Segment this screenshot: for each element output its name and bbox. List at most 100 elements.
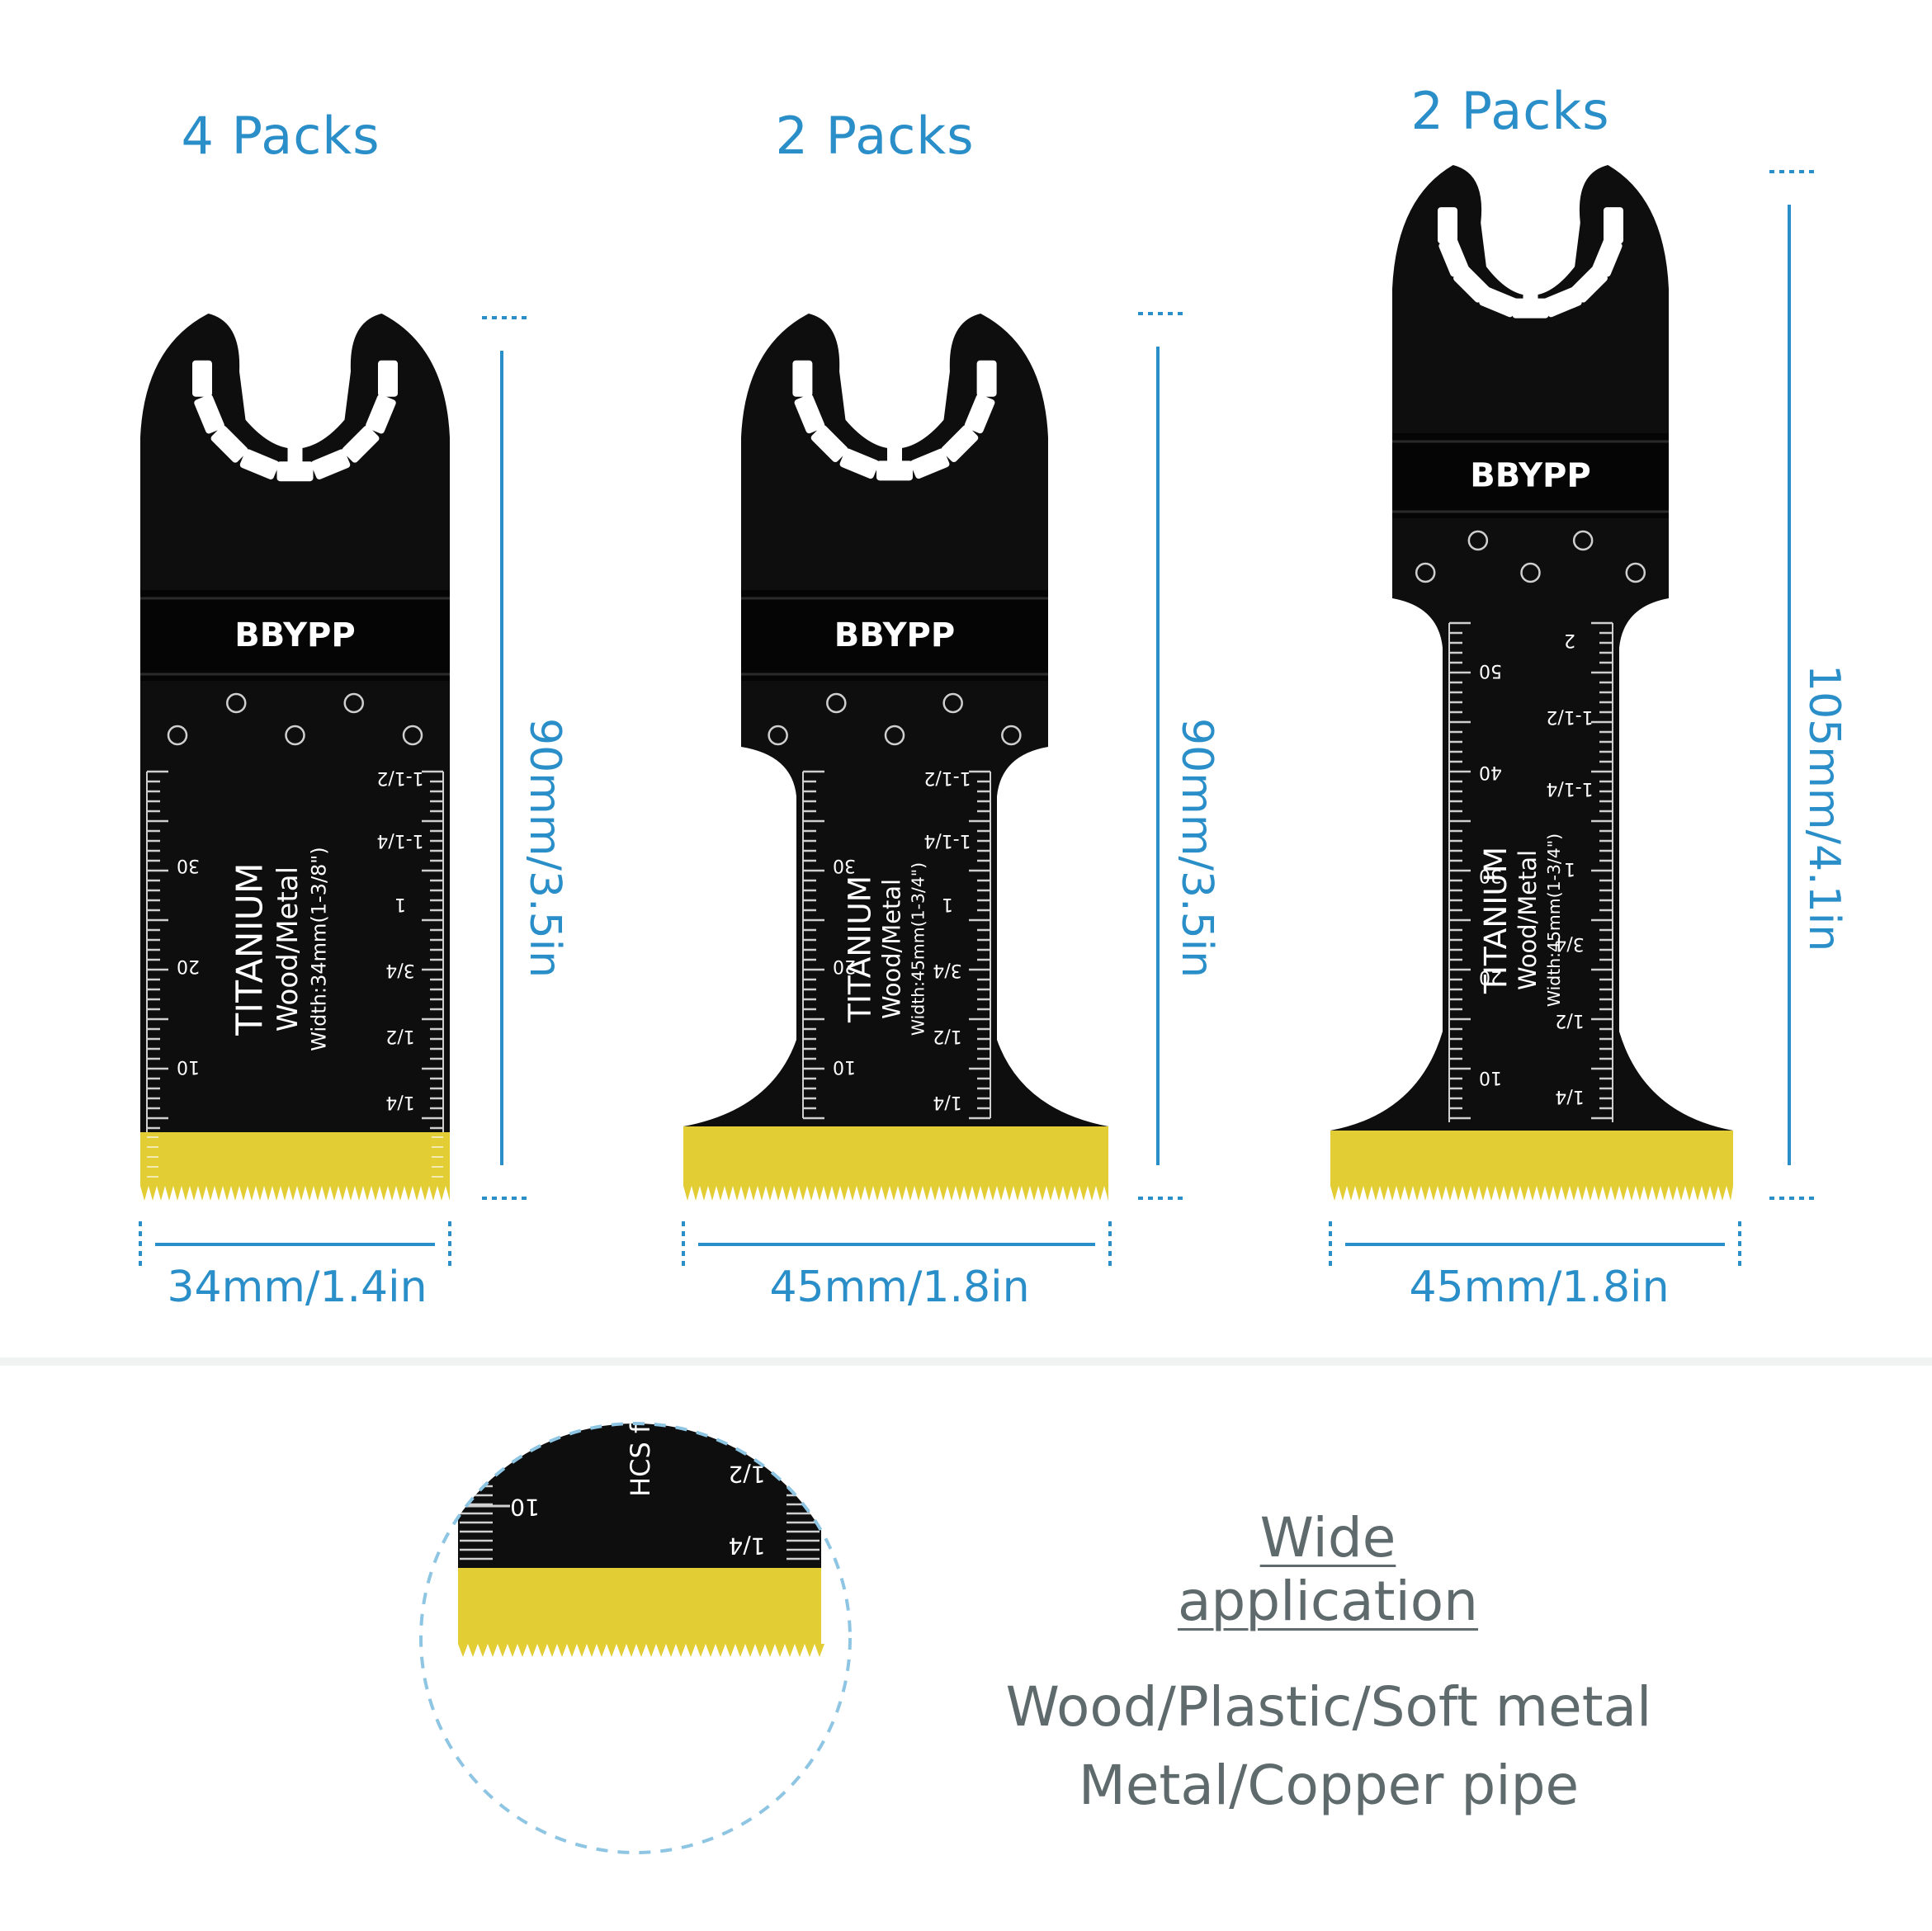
inch-tick-label: 1-1/4 [1546, 778, 1593, 799]
mm-tick-label: 20 [833, 956, 856, 976]
mm-tick-label: 20 [177, 956, 200, 976]
width-text: Width:45mm(1-3/4") [1544, 833, 1564, 1007]
mm-tick-label: 50 [1479, 660, 1502, 681]
rivet-hole [402, 725, 423, 746]
use-text: Wood/Metal [877, 879, 905, 1019]
zoom-mm-label: 10 [510, 1494, 540, 1521]
mount-slot [1479, 286, 1519, 318]
brand-text: BBYPP [834, 616, 955, 654]
mount-slot [964, 394, 995, 434]
saw-teeth [683, 1186, 1108, 1201]
width-label-2: 45mm/1.8in [769, 1263, 1030, 1312]
inch-tick-label: 1 [1564, 858, 1575, 879]
brand-text: BBYPP [1470, 457, 1590, 495]
inch-tick-label: 3/4 [385, 960, 414, 980]
mount-slot [976, 360, 997, 397]
mount-slot [910, 448, 950, 479]
rivet-hole [1625, 562, 1646, 583]
mount-slot [276, 461, 314, 482]
mount-slot [810, 425, 848, 463]
saw-teeth [1330, 1186, 1733, 1201]
inch-tick-label: 3/4 [933, 960, 961, 980]
mount-slot [794, 394, 825, 434]
inch-tick-label: 1/2 [933, 1026, 961, 1046]
application-title: Wide application [1177, 1506, 1479, 1633]
pack-title-2: 2 Packs [775, 106, 975, 166]
mount-slot [1453, 265, 1490, 303]
mm-tick-label: 40 [1479, 762, 1502, 782]
rivet-hole [826, 692, 847, 714]
mount-slot [839, 448, 879, 479]
center-slot [1523, 258, 1538, 317]
inch-tick-label: 1/4 [385, 1092, 414, 1112]
inch-tick-label: 1/4 [933, 1092, 961, 1112]
rivet-hole [1001, 725, 1022, 746]
width-text: Width:45mm(1-3/4") [909, 862, 928, 1036]
blade-body [1330, 433, 1733, 1131]
inch-tick-label: 3/4 [1555, 933, 1584, 954]
mm-tick-label: 30 [833, 855, 856, 876]
mount-slot [792, 360, 813, 397]
inch-tick-label: 1/2 [1555, 1010, 1584, 1031]
brand-text: BBYPP [234, 616, 355, 654]
rivet-hole [226, 692, 247, 714]
mount-slot [1604, 207, 1623, 244]
teeth-strip [1330, 1131, 1733, 1186]
rivet-hole [942, 692, 963, 714]
zoom-circle [419, 1422, 852, 1854]
mount-slot [1438, 207, 1457, 244]
teeth-strip [683, 1126, 1108, 1186]
rivet-hole [768, 725, 788, 746]
brand-band [1392, 433, 1669, 518]
zoom-saw-teeth [458, 1644, 824, 1657]
mount-slot [194, 394, 224, 434]
mm-tick-label: 30 [1479, 865, 1502, 885]
mount-slot [876, 460, 913, 481]
mount-slot [239, 449, 280, 479]
material-text: TITANIUM [842, 876, 878, 1023]
rivet-hole [1520, 562, 1541, 583]
mount-slot [310, 449, 351, 479]
blade-body [683, 590, 1108, 1126]
rivet-hole [1572, 530, 1594, 551]
section-divider [0, 1357, 1932, 1366]
inch-tick-label: 1 [394, 894, 406, 914]
mount-slot [378, 360, 398, 397]
mount-slot [1592, 237, 1623, 277]
inch-tick-label: 2 [1564, 630, 1575, 650]
inch-tick-label: 1 [942, 894, 953, 914]
inch-tick-label: 1-1/2 [376, 767, 423, 788]
inch-tick-label: 1-1/2 [923, 767, 971, 788]
brand-band [741, 590, 1048, 681]
brand-band [140, 590, 450, 681]
zoom-side-text: HCS fo [625, 1408, 656, 1497]
mount-slot [210, 425, 248, 463]
rivet-hole [1415, 562, 1436, 583]
application-line-1: Wood/Plastic/Soft metal [1005, 1675, 1652, 1739]
mm-tick-label: 10 [1479, 1067, 1502, 1088]
zoom-teeth-strip [458, 1568, 821, 1644]
rivet-hole [1467, 530, 1489, 551]
use-text: Wood/Metal [1514, 850, 1542, 990]
use-text: Wood/Metal [272, 866, 305, 1032]
teeth-strip [140, 1132, 450, 1186]
length-label-1: 90mm/3.5in [520, 718, 569, 979]
inch-tick-label: 1-1/4 [376, 830, 423, 851]
mount-slot [366, 394, 396, 434]
inch-tick-label: 1-1/2 [1546, 706, 1593, 727]
length-label-2: 90mm/3.5in [1172, 718, 1221, 979]
mount-slot [941, 425, 979, 463]
material-text: TITANIUM [1477, 847, 1514, 994]
mount-slot [1542, 286, 1582, 318]
width-label-1: 34mm/1.4in [167, 1263, 427, 1312]
rivet-hole [884, 725, 905, 746]
inch-tick-label: 1-1/4 [923, 830, 971, 851]
rivet-hole [285, 725, 305, 746]
pack-title-3: 2 Packs [1410, 81, 1610, 141]
width-text: Width:34mm(1-3/8") [308, 847, 331, 1050]
